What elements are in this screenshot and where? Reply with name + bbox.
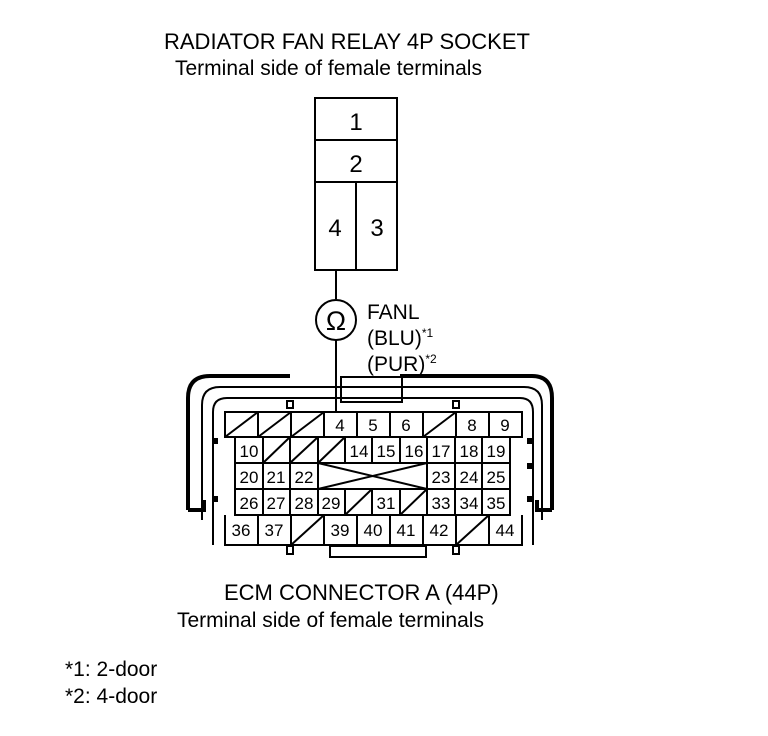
ecm-terminal-33: 33 <box>432 494 451 513</box>
ecm-terminal-9: 9 <box>500 416 509 435</box>
wire-mark-1: *1 <box>421 326 434 340</box>
ecm-terminal-23: 23 <box>432 468 451 487</box>
ecm-terminal-42: 42 <box>430 521 449 540</box>
wire-color-pur: (PUR) <box>367 353 426 376</box>
ecm-terminal-28: 28 <box>295 494 314 513</box>
ecm-terminal-20: 20 <box>240 468 259 487</box>
wire-color-4door: (PUR)*2 <box>367 352 437 376</box>
ecm-terminal-35: 35 <box>487 494 506 513</box>
wire-color-2door: (BLU)*1 <box>367 326 434 350</box>
ecm-terminal-39: 39 <box>331 521 350 540</box>
ecm-terminal-22: 22 <box>295 468 314 487</box>
ecm-terminal-40: 40 <box>364 521 383 540</box>
ecm-connector-housing <box>186 374 554 558</box>
ecm-terminal-15: 15 <box>377 442 396 461</box>
ecm-terminal-29: 29 <box>322 494 341 513</box>
ecm-terminal-18: 18 <box>460 442 479 461</box>
wire-mark-2: *2 <box>425 352 437 366</box>
ecm-terminal-44: 44 <box>496 521 515 540</box>
ecm-terminal-36: 36 <box>232 521 251 540</box>
ecm-terminal-19: 19 <box>487 442 506 461</box>
ecm-terminal-6: 6 <box>401 416 410 435</box>
ecm-terminal-8: 8 <box>467 416 476 435</box>
ecm-terminal-4: 4 <box>335 416 344 435</box>
relay-socket-title: RADIATOR FAN RELAY 4P SOCKET <box>164 29 530 54</box>
ecm-terminal-grid <box>224 411 523 546</box>
relay-socket-subtitle: Terminal side of female terminals <box>175 57 482 80</box>
relay-terminal-1: 1 <box>349 109 362 136</box>
ecm-terminal-41: 41 <box>397 521 416 540</box>
wire-signal-label: FANL <box>367 301 420 324</box>
ecm-terminal-21: 21 <box>267 468 286 487</box>
ecm-terminal-5: 5 <box>368 416 377 435</box>
ecm-terminal-24: 24 <box>460 468 479 487</box>
ecm-terminal-labels: 4 5 6 8 9 10 14 15 16 17 18 19 20 21 22 … <box>232 416 515 540</box>
ecm-connector-subtitle: Terminal side of female terminals <box>177 609 484 632</box>
relay-terminal-4: 4 <box>328 215 341 242</box>
ohm-symbol-icon: Ω <box>326 306 346 336</box>
ecm-terminal-34: 34 <box>460 494 479 513</box>
ecm-terminal-14: 14 <box>350 442 369 461</box>
ecm-terminal-10: 10 <box>240 442 259 461</box>
ecm-terminal-27: 27 <box>267 494 286 513</box>
footnote-2: *2: 4-door <box>65 685 158 708</box>
wire-color-blu: (BLU) <box>367 327 422 350</box>
ecm-terminal-26: 26 <box>240 494 259 513</box>
relay-terminal-2: 2 <box>349 151 362 178</box>
ecm-terminal-31: 31 <box>377 494 396 513</box>
ecm-connector-title: ECM CONNECTOR A (44P) <box>224 580 499 605</box>
footnote-1: *1: 2-door <box>65 658 158 681</box>
ecm-terminal-25: 25 <box>487 468 506 487</box>
ecm-terminal-16: 16 <box>405 442 424 461</box>
relay-socket <box>314 97 398 271</box>
relay-terminal-3: 3 <box>370 215 383 242</box>
ecm-terminal-37: 37 <box>265 521 284 540</box>
ecm-terminal-17: 17 <box>432 442 451 461</box>
